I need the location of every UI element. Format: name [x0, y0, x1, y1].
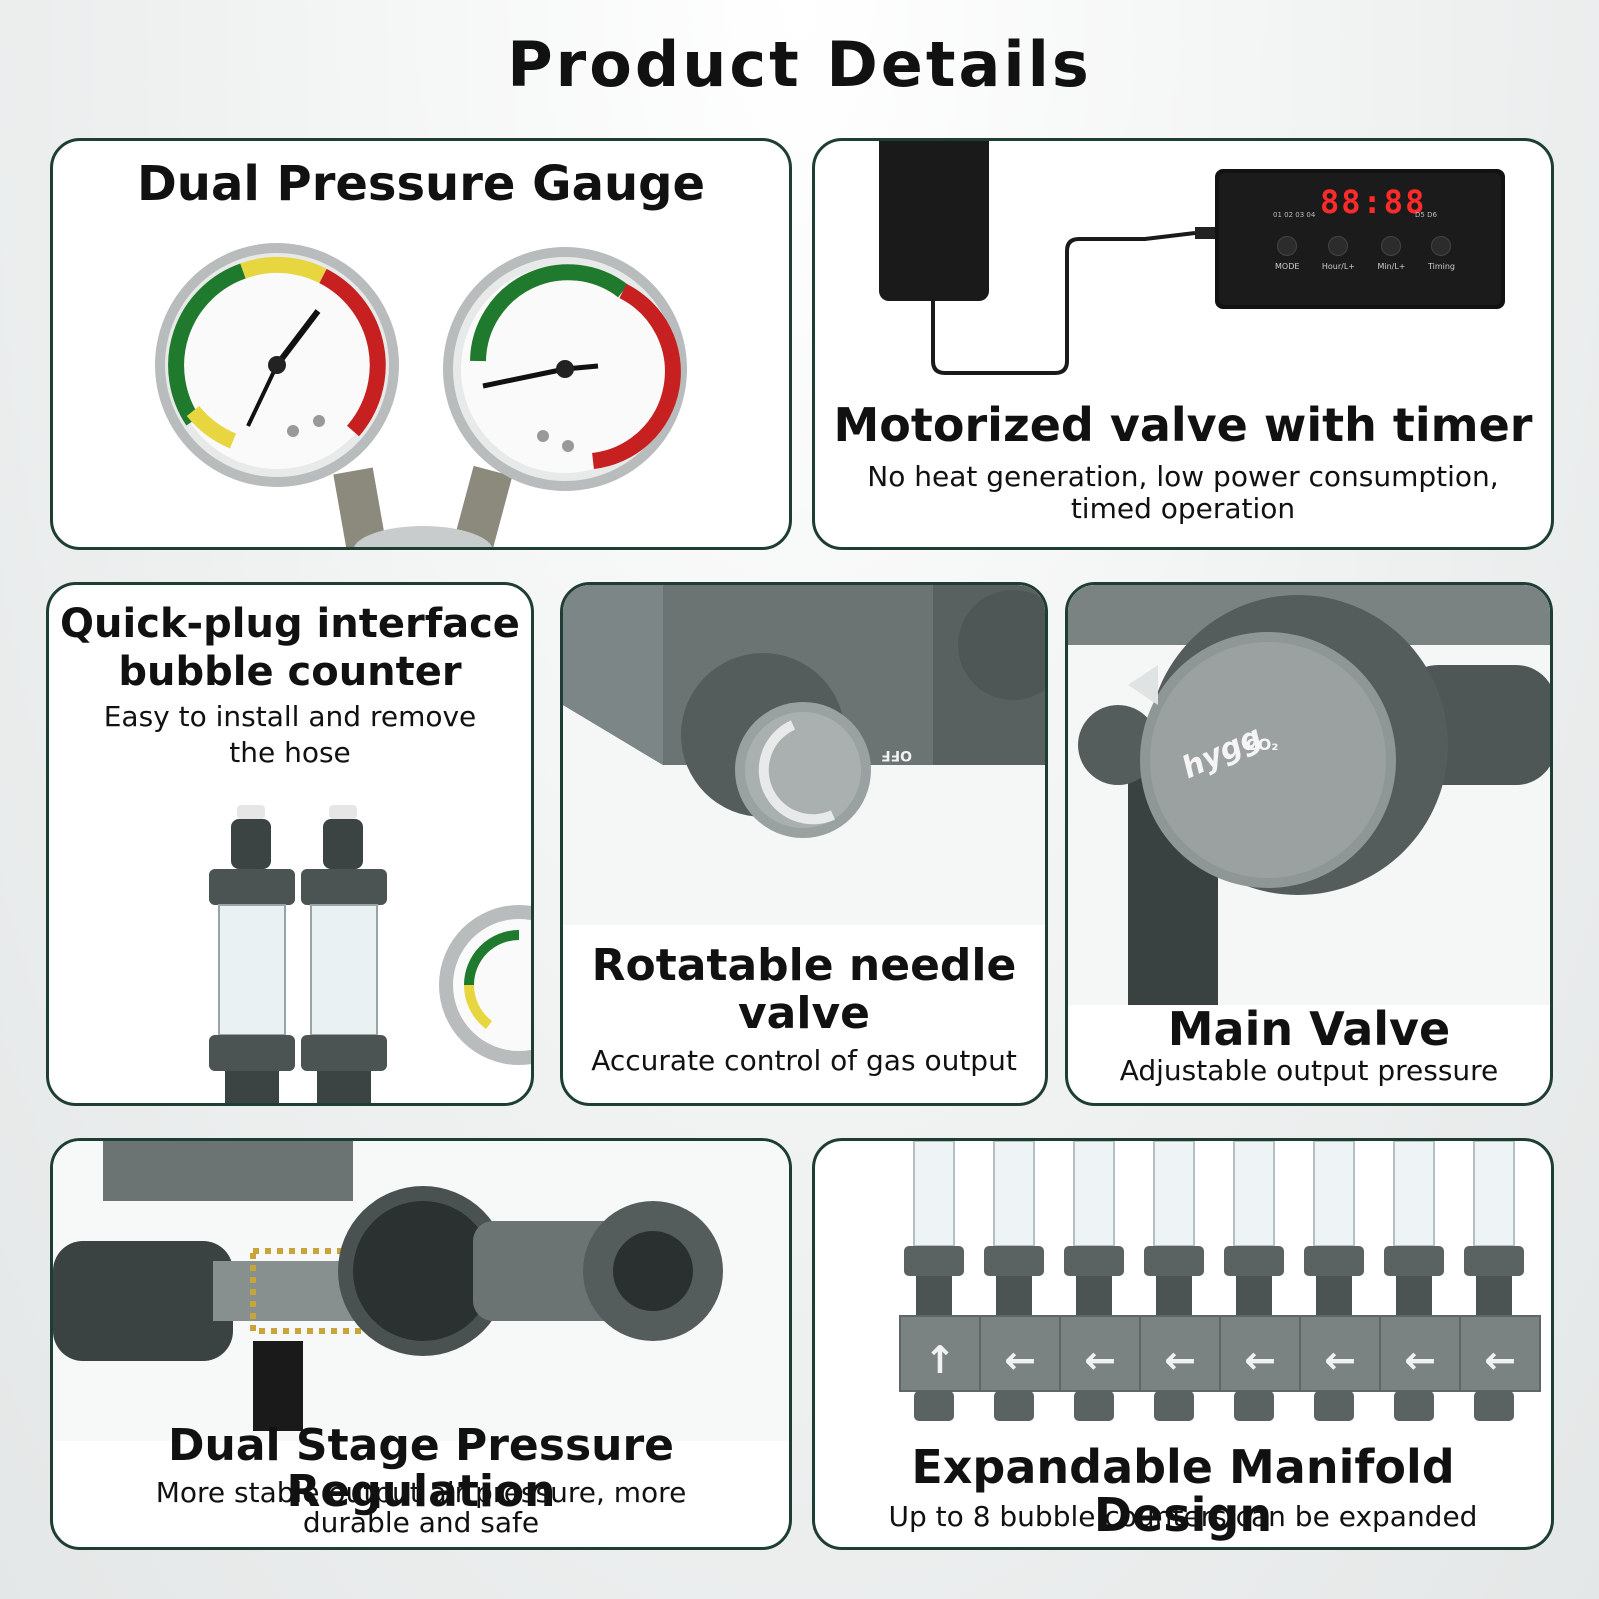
manifold-counter-6: ← — [1299, 1141, 1381, 1421]
card-title-line2: bubble counter — [118, 649, 462, 695]
min-button[interactable]: Min/L+ — [1377, 236, 1406, 271]
card-title-line1: Quick-plug interface — [60, 601, 520, 647]
card-quick-plug: Quick-plug interface bubble counter Easy… — [46, 582, 534, 1106]
card-title: Expandable Manifold Design — [911, 1440, 1455, 1543]
card-title-line2: valve — [738, 988, 870, 1039]
page-title: Product Details — [507, 28, 1092, 101]
left-arrow-icon: ← — [1164, 1338, 1196, 1382]
card-title-line1: Rotatable needle — [591, 940, 1017, 991]
card-manifold: ↑ ← ← ← ← ← ← ← Expandable Manifold Design Up t… — [812, 1138, 1554, 1550]
left-arrow-icon: ← — [1004, 1338, 1036, 1382]
timing-button-label: Timing — [1427, 262, 1455, 271]
card-subtitle: Up to 8 bubble counters can be expanded — [888, 1500, 1478, 1533]
timing-button[interactable]: Timing — [1428, 236, 1455, 271]
bubble-counter-illustration — [209, 805, 531, 1103]
bubble-counter-2 — [301, 805, 387, 1103]
manifold-counter-4: ← — [1139, 1141, 1221, 1421]
high-pressure-gauge — [443, 247, 687, 491]
timer-illustration — [879, 141, 1505, 375]
card-subtitle: Accurate control of gas output — [591, 1044, 1017, 1077]
timer-controller — [1215, 169, 1505, 309]
card-title: Dual Pressure Gauge — [136, 156, 706, 212]
card-subtitle-line2: the hose — [229, 736, 351, 769]
card-subtitle-line1: More stable output air pressure, more — [155, 1476, 687, 1509]
manifold-counter-1: ↑ — [899, 1141, 981, 1421]
left-arrow-icon: ← — [1484, 1338, 1516, 1382]
hour-button[interactable]: Hour/L+ — [1322, 236, 1355, 271]
partial-gauge — [439, 905, 531, 1065]
knob-off-label: OFF — [881, 747, 913, 763]
card-dual-stage: Dual Stage Pressure Regulation More stab… — [50, 1138, 792, 1550]
timer-indicators-right: D5 D6 — [1415, 211, 1437, 219]
needle-valve-illustration — [563, 585, 1045, 925]
card-main-valve: hygg CO₂ Main Valve Adjustable output pr… — [1065, 582, 1553, 1106]
timer-indicators-left: 01 02 03 04 — [1273, 211, 1316, 219]
main-valve-illustration — [1068, 585, 1550, 1005]
manifold-counter-8: ← — [1459, 1141, 1541, 1421]
bubble-counter-1 — [209, 805, 295, 1103]
min-button-label: Min/L+ — [1377, 262, 1406, 271]
left-arrow-icon: ← — [1244, 1338, 1276, 1382]
timer-buttons: MODE Hour/L+ Min/L+ Timing — [1275, 236, 1455, 271]
dual-stage-illustration — [53, 1141, 789, 1441]
low-pressure-gauge — [155, 243, 399, 487]
card-subtitle: Adjustable output pressure — [1119, 1054, 1499, 1087]
card-subtitle-line1: Easy to install and remove — [103, 700, 477, 733]
up-arrow-icon: ↑ — [924, 1338, 956, 1382]
card-needle-valve: OFF Rotatable needle valve Accurate cont… — [560, 582, 1048, 1106]
manifold-counter-5: ← — [1219, 1141, 1301, 1421]
manifold-counter-7: ← — [1379, 1141, 1461, 1421]
mode-button[interactable]: MODE — [1275, 236, 1299, 271]
timer-display: 88:88 — [1320, 183, 1427, 221]
left-arrow-icon: ← — [1324, 1338, 1356, 1382]
dual-gauge-illustration — [155, 243, 687, 547]
card-title: Dual Stage Pressure Regulation — [167, 1420, 675, 1518]
card-subtitle-line2: timed operation — [1070, 492, 1296, 525]
left-arrow-icon: ← — [1084, 1338, 1116, 1382]
manifold-illustration: ↑ ← ← ← ← ← ← ← — [899, 1141, 1541, 1421]
card-subtitle-line1: No heat generation, low power consumptio… — [867, 460, 1499, 493]
manifold-counter-2: ← — [979, 1141, 1061, 1421]
card-title: Motorized valve with timer — [833, 398, 1533, 452]
left-arrow-icon: ← — [1404, 1338, 1436, 1382]
manifold-counter-3: ← — [1059, 1141, 1141, 1421]
main-valve-logo-sub: CO₂ — [1246, 735, 1279, 754]
card-motorized-valve: 88:88 01 02 03 04 D5 D6 MODE Hour/L+ Min… — [812, 138, 1554, 550]
hour-button-label: Hour/L+ — [1321, 262, 1355, 271]
card-title: Main Valve — [1167, 1002, 1451, 1056]
mode-button-label: MODE — [1275, 262, 1300, 271]
card-dual-pressure-gauge: Dual Pressure Gauge — [50, 138, 792, 550]
card-subtitle-line2: durable and safe — [302, 1506, 540, 1539]
